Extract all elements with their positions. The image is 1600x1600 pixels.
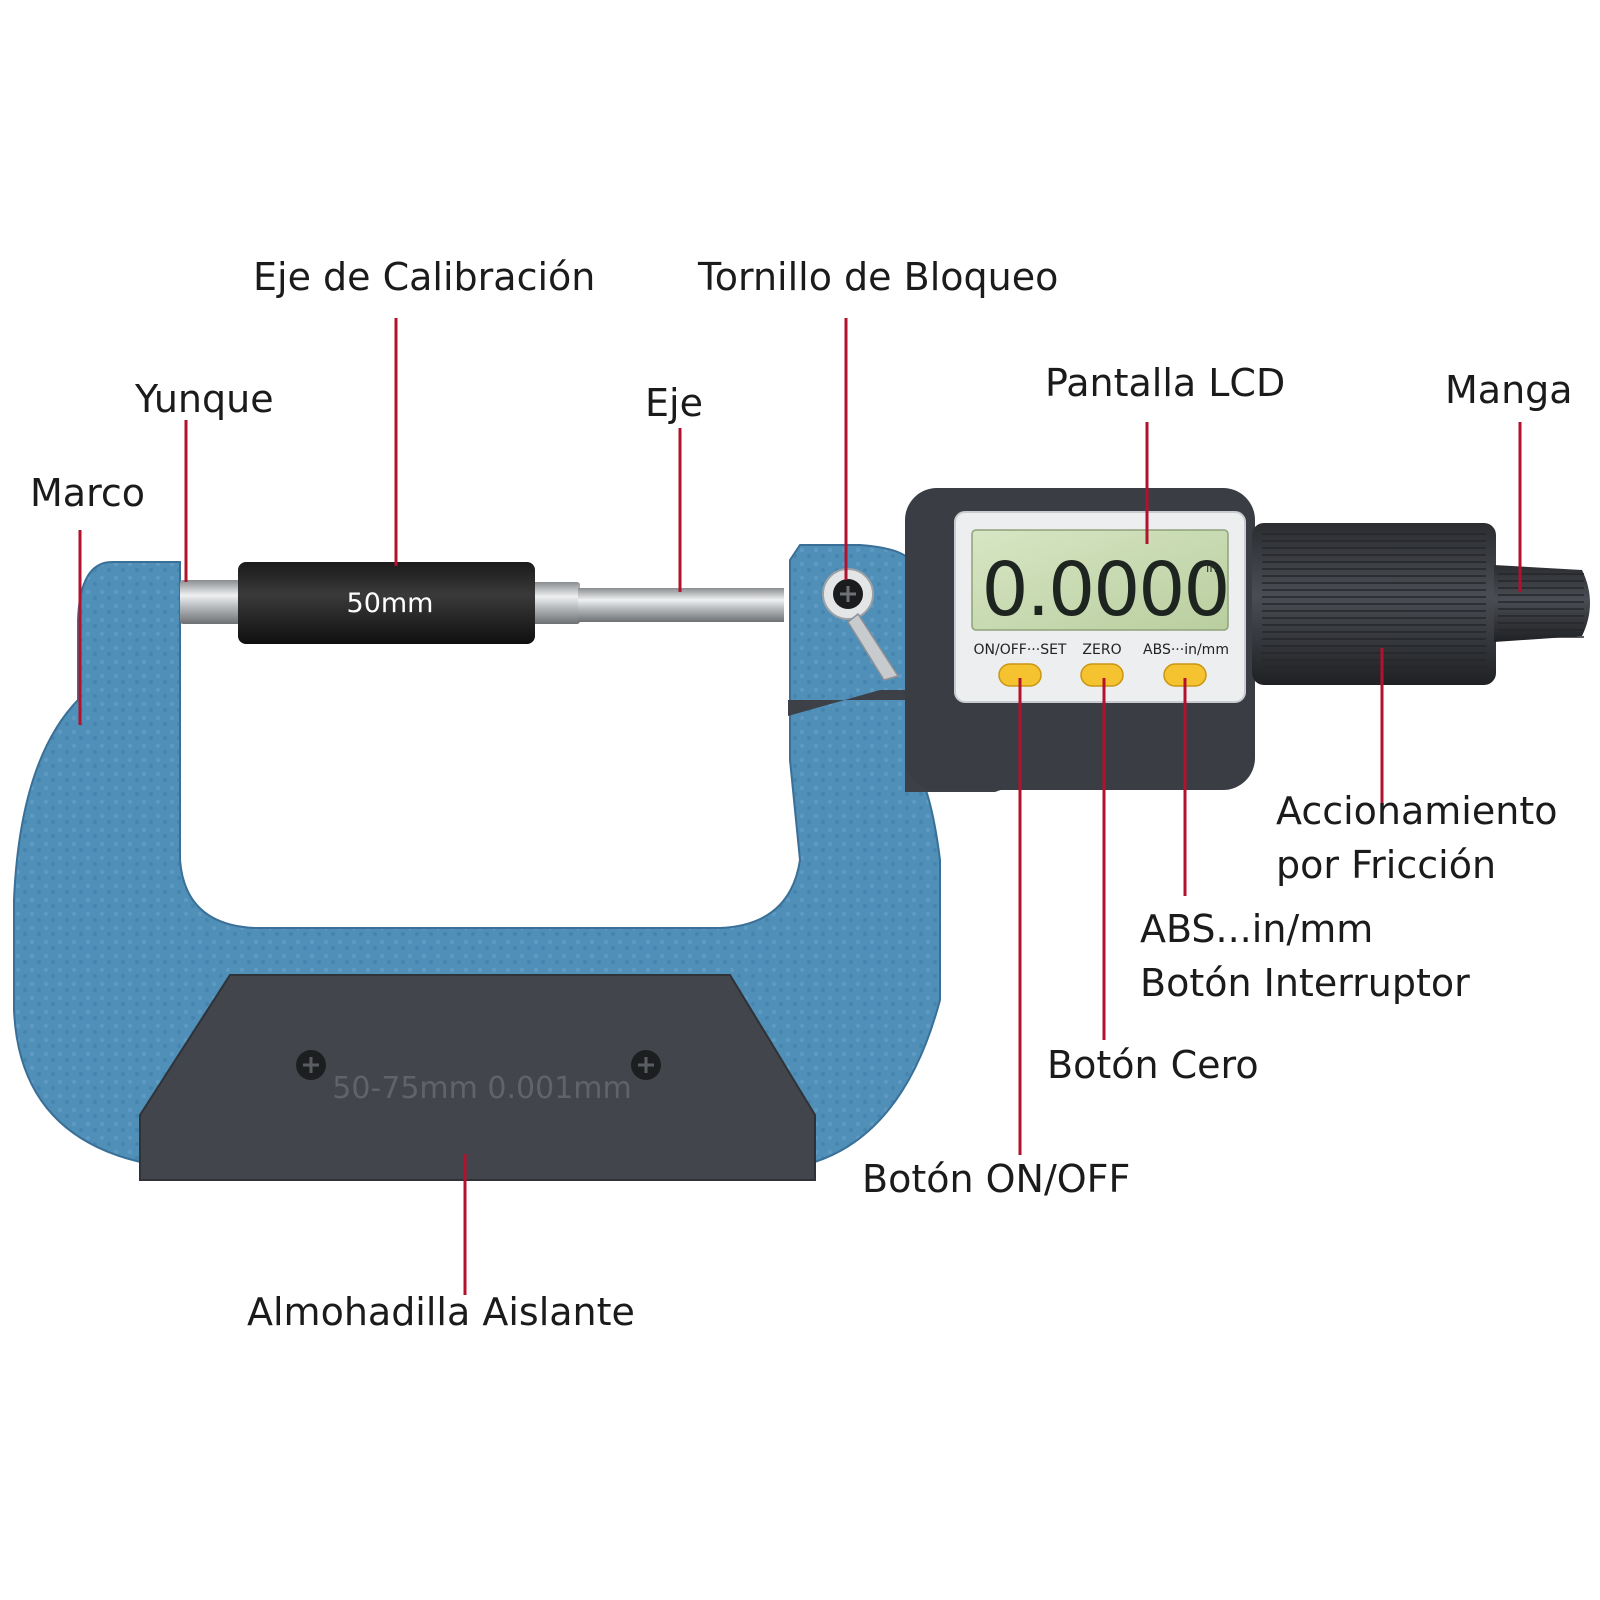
pad-screw-right xyxy=(631,1050,661,1080)
label-accionamiento-line1: Accionamiento xyxy=(1276,789,1558,833)
pad-screw-left xyxy=(296,1050,326,1080)
label-boton-cero: Botón Cero xyxy=(1047,1043,1259,1087)
label-yunque: Yunque xyxy=(135,377,274,421)
label-almohadilla: Almohadilla Aislante xyxy=(247,1290,635,1334)
label-marco: Marco xyxy=(30,471,146,515)
spindle-left xyxy=(525,582,580,624)
label-tornillo-bloqueo: Tornillo de Bloqueo xyxy=(698,255,1059,299)
label-manga: Manga xyxy=(1445,368,1573,412)
label-eje: Eje xyxy=(645,381,703,425)
label-abs-line2: Botón Interruptor xyxy=(1140,961,1470,1005)
zero-caption: ZERO xyxy=(1082,642,1121,658)
insulating-pad xyxy=(139,974,816,1181)
calibration-standard-label: 50mm xyxy=(347,588,434,619)
leader-lines xyxy=(78,318,1522,1295)
label-boton-onoff: Botón ON/OFF xyxy=(862,1157,1131,1201)
pad-engraving: 50-75mm 0.001mm xyxy=(332,1071,632,1106)
onoff-set-caption: ON/OFF···SET xyxy=(974,642,1067,658)
calibration-standard xyxy=(238,562,535,644)
spindle xyxy=(578,588,784,622)
lock-screw xyxy=(822,568,900,681)
lcd-screen xyxy=(971,529,1229,631)
lcd-reading: 0.0000 xyxy=(982,547,1229,633)
thimble-ridges xyxy=(1262,533,1486,675)
anvil xyxy=(180,580,240,624)
abs-caption: ABS···in/mm xyxy=(1143,642,1229,658)
label-abs-line1: ABS...in/mm xyxy=(1140,907,1374,951)
zero-button[interactable] xyxy=(1080,663,1124,687)
lcd-unit: in xyxy=(1206,561,1217,575)
sleeve-ridges xyxy=(1498,573,1584,638)
label-accionamiento-line2: por Fricción xyxy=(1276,843,1497,887)
label-pantalla-lcd: Pantalla LCD xyxy=(1045,361,1286,405)
label-eje-calibracion: Eje de Calibración xyxy=(253,255,596,299)
